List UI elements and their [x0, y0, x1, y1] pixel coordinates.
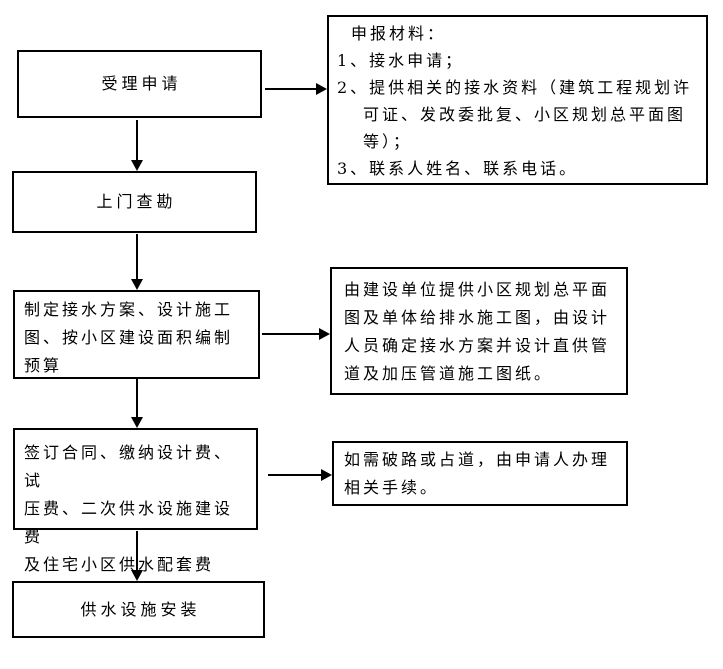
arrow-step4-to-road-permit-note — [268, 469, 332, 481]
arrow-step3-to-step4 — [131, 379, 143, 428]
flow-step-label: 供水设施安装 — [80, 599, 201, 619]
flow-step-accept-application: 受理申请 — [17, 50, 262, 118]
arrow-step1-to-step2 — [131, 120, 143, 171]
flow-step-site-survey: 上门查勘 — [12, 171, 257, 233]
arrow-step4-to-step5 — [131, 531, 143, 581]
flow-step-plan-and-budget: 制定接水方案、设计施工 图、按小区建设面积编制 预算 — [13, 290, 260, 379]
annotation-application-materials: 申报材料： 1、接水申请； 2、提供相关的接水资料（建筑工程规划许 可证、发改委… — [327, 15, 708, 185]
flow-step-sign-contract-pay-fees: 签订合同、缴纳设计费、试 压费、二次供水设施建设费 及住宅小区供水配套费 — [13, 428, 258, 574]
flow-step-label: 上门查勘 — [96, 192, 177, 211]
annotation-list-item: 3、联系人姓名、联系电话。 — [337, 159, 579, 178]
annotation-road-permit: 如需破路或占道，由申请人办理 相关手续。 — [332, 441, 628, 506]
annotation-design-responsibility: 由建设单位提供小区规划总平面 图及单体给排水施工图，由设计 人员确定接水方案并设… — [330, 267, 628, 395]
flow-step-label: 受理申请 — [101, 74, 182, 93]
annotation-title: 申报材料： — [351, 24, 447, 43]
annotation-list-item: 1、接水申请； — [337, 51, 465, 70]
arrow-step1-to-materials-note — [265, 83, 327, 95]
arrow-step3-to-design-note — [262, 328, 330, 340]
annotation-list-item: 2、提供相关的接水资料（建筑工程规划许 可证、发改委批复、小区规划总平面图 等）… — [337, 78, 693, 151]
flow-step-facility-installation: 供水设施安装 — [12, 581, 265, 638]
arrow-step2-to-step3 — [131, 234, 143, 290]
